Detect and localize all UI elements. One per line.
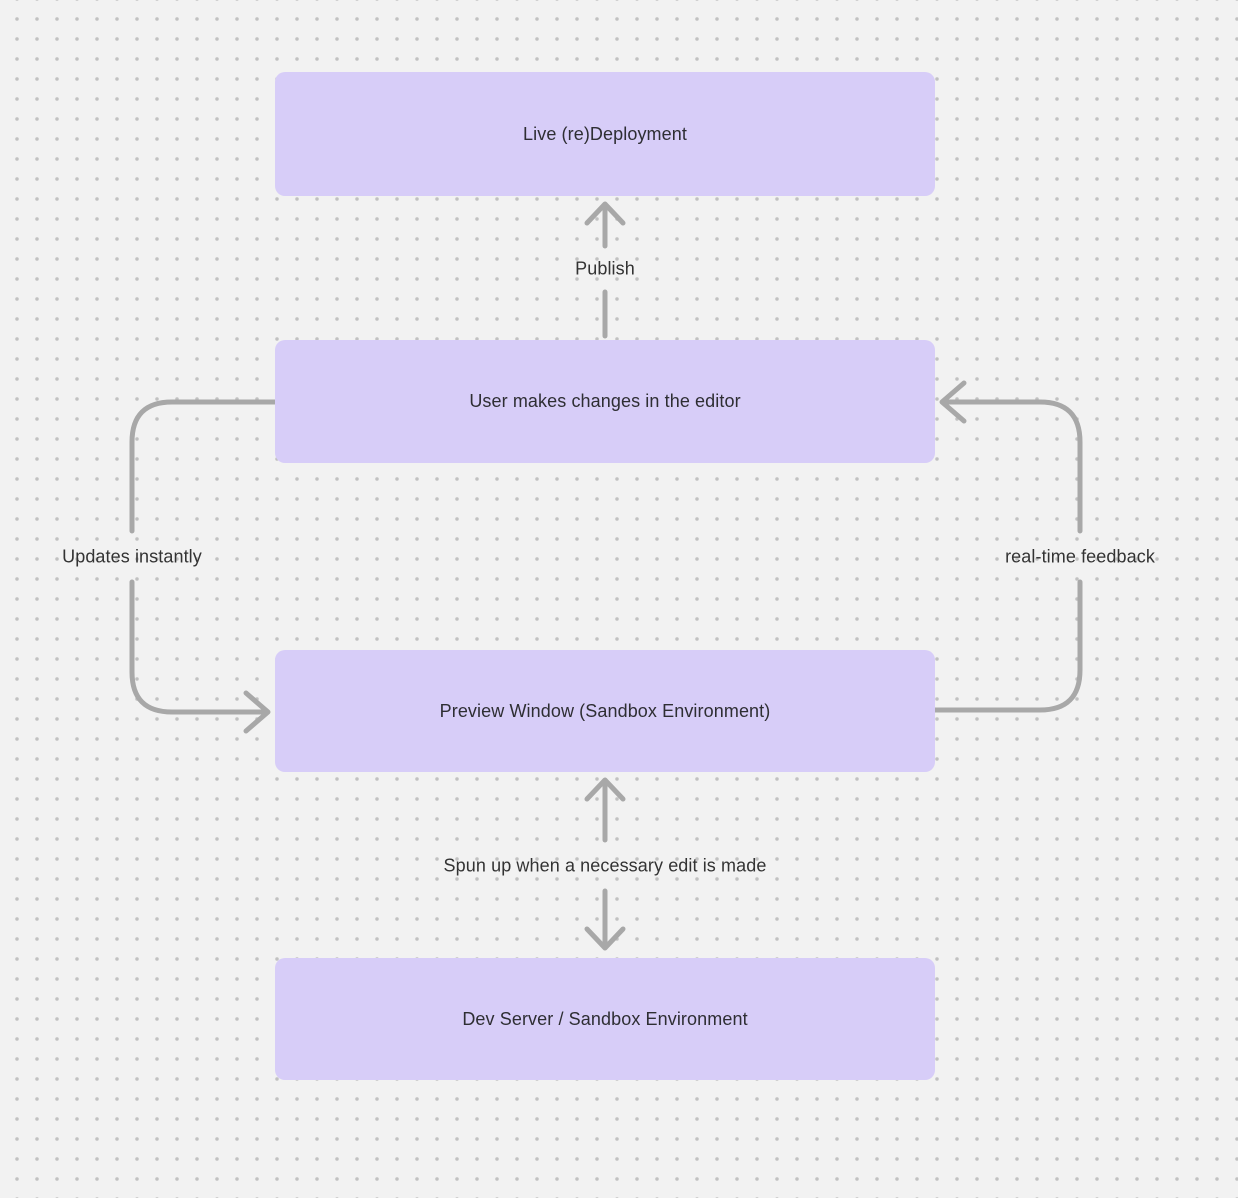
edge-publish-arrow[interactable]: [584, 201, 626, 339]
node-label: Live (re)Deployment: [523, 123, 687, 144]
arrowhead-up-icon: [584, 777, 626, 802]
edge-label-real-time-feedback[interactable]: real-time feedback: [1005, 546, 1155, 567]
edge-updates-instantly-arrow[interactable]: [129, 399, 278, 734]
arrowhead-down-icon: [584, 926, 626, 951]
edge-segment: [129, 399, 278, 534]
node-preview-window[interactable]: Preview Window (Sandbox Environment): [275, 650, 935, 772]
arrowhead-left-icon: [939, 380, 967, 424]
edge-segment: [932, 579, 1083, 713]
edge-label-spun-up[interactable]: Spun up when a necessary edit is made: [443, 855, 767, 876]
arrowhead-right-icon: [243, 690, 271, 734]
edge-segment: [129, 579, 267, 715]
edge-spun-up-arrow[interactable]: [584, 777, 626, 951]
edge-label-publish[interactable]: Publish: [575, 258, 635, 279]
node-label: Preview Window (Sandbox Environment): [439, 700, 771, 721]
node-editor[interactable]: User makes changes in the editor: [275, 340, 935, 463]
node-dev-server[interactable]: Dev Server / Sandbox Environment: [275, 958, 935, 1080]
edge-real-time-feedback-arrow[interactable]: [932, 380, 1083, 713]
edge-label-updates-instantly[interactable]: Updates instantly: [62, 546, 202, 567]
node-label: Dev Server / Sandbox Environment: [462, 1008, 748, 1029]
arrowhead-up-icon: [584, 201, 626, 226]
node-live-deployment[interactable]: Live (re)Deployment: [275, 72, 935, 196]
node-label: User makes changes in the editor: [469, 391, 741, 411]
edge-segment: [943, 399, 1083, 534]
